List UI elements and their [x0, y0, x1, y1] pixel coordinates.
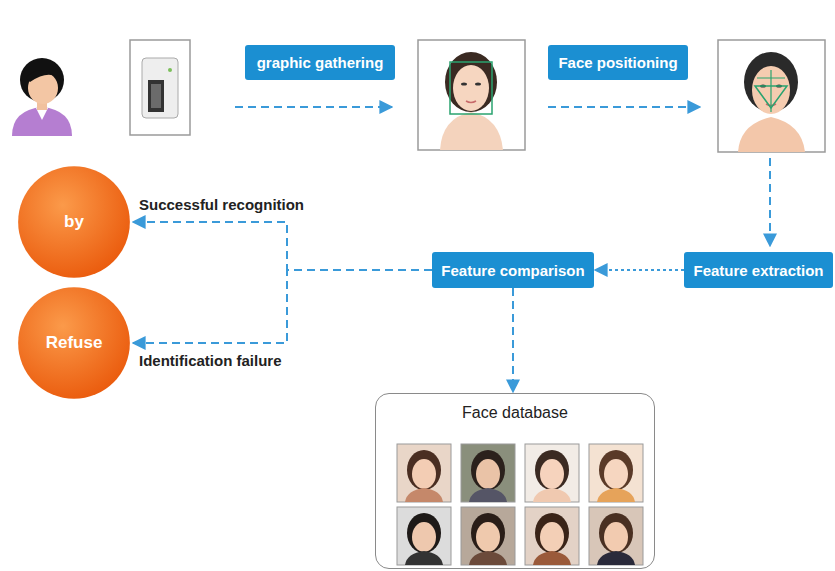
flow-arrow [235, 106, 392, 108]
person-icon [12, 58, 72, 136]
face-thumbnails [397, 444, 643, 565]
scanner-device [130, 40, 190, 135]
edge-label: Identification failure [139, 352, 282, 369]
node-text: graphic gathering [257, 54, 384, 71]
edge-label: Successful recognition [139, 196, 304, 213]
dotted-arrow [595, 269, 684, 271]
step-label: Face positioning [548, 45, 688, 80]
edge-label-holder: Successful recognition [139, 196, 304, 214]
process-box: Feature extraction [684, 252, 833, 288]
result-circle: Refuse [17, 286, 131, 400]
edge-label-holder: Identification failure [139, 352, 282, 370]
dashed-arrow [133, 222, 432, 270]
face-landmarks-photo [718, 40, 825, 152]
node-text: Feature comparison [441, 262, 584, 279]
database-box: Face database [375, 393, 655, 569]
face-photo [418, 40, 525, 150]
result-circle: by [17, 165, 131, 279]
node-text: Face positioning [558, 54, 677, 71]
flow-arrow [548, 106, 700, 108]
box-heading: Face database [462, 404, 568, 422]
node-text: Feature extraction [693, 262, 823, 279]
dashed-arrow [133, 270, 432, 343]
dashed-arrow [512, 288, 514, 392]
node-text: by [64, 212, 84, 232]
node-text: Refuse [46, 333, 103, 353]
flow-arrow [769, 158, 771, 246]
process-box: Feature comparison [432, 252, 594, 288]
step-label: graphic gathering [245, 45, 395, 80]
